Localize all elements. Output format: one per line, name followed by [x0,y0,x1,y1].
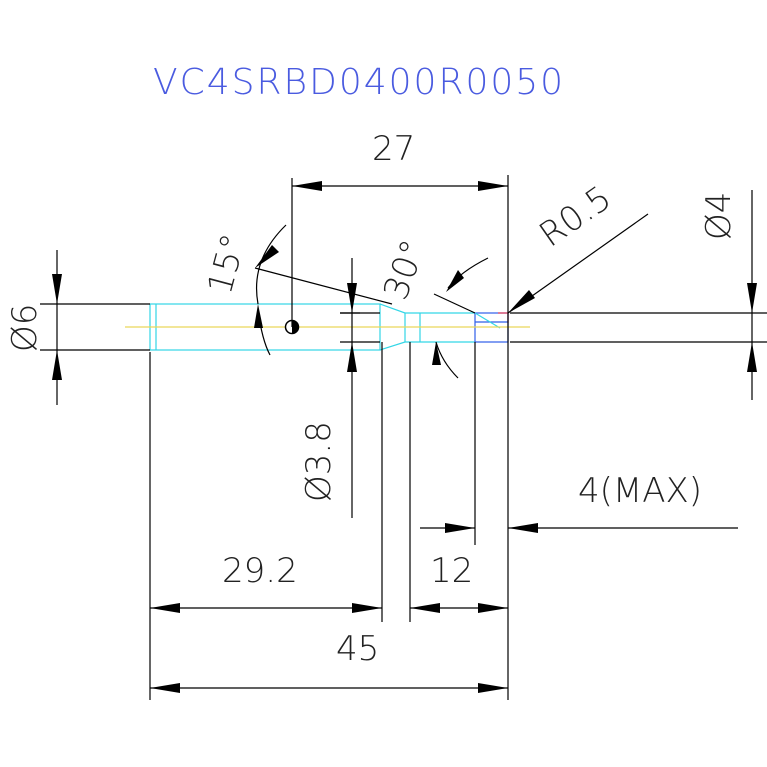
angle-line-30 [433,293,476,314]
arrow-phi6-top [52,274,62,304]
arrow-12-left [410,603,440,613]
arrow-12-right [478,603,508,613]
dim-text-phi38: Ø3.8 [299,421,339,502]
arrow-4max-right [508,523,538,533]
arrow-45-left [150,683,180,693]
arrow-30-top [446,270,464,292]
arrow-29-2-left [150,603,180,613]
flute-line [474,312,501,329]
arrow-phi6-bottom [52,350,62,380]
arrow-4max-left [445,523,475,533]
dim-text-15-deg: 15° [200,230,254,299]
dimension-27: 27 [291,129,509,700]
arrow-phi4-top [747,283,757,313]
dimension-4max: 4(MAX) [420,342,738,545]
part-number-title: VC4SRBD0400R0050 [153,62,565,103]
dim-text-phi4: Ø4 [699,192,739,240]
dimension-phi38: Ø3.8 [299,258,360,518]
dimension-30-deg: 30° [376,235,489,379]
arrow-45-right [478,683,508,693]
neck-taper-bottom [379,341,475,351]
arrow-r05 [508,290,535,313]
arrow-27-left [292,181,322,191]
arrow-15-bottom [254,304,263,328]
dimension-15-deg: 15° [200,224,393,356]
dimension-45: 45 [150,629,508,693]
arrow-29-2-right [352,603,382,613]
dimension-12: 12 [409,342,508,622]
arrow-phi38-bottom [347,342,357,372]
dimension-phi4: Ø4 [510,190,767,400]
angle-arc-30-bottom [435,341,459,379]
dim-text-4max: 4(MAX) [578,471,702,511]
dim-text-phi6: Ø6 [5,304,45,352]
neck-taper-top [379,303,475,314]
dimension-phi6: Ø6 [5,250,150,405]
arrow-phi4-bottom [747,342,757,372]
angle-line-15 [254,267,393,305]
dim-text-30-deg: 30° [376,235,434,305]
dim-text-29-2: 29.2 [222,551,298,591]
dimension-r05: R0.5 [507,178,649,314]
dim-text-45: 45 [336,629,379,669]
angle-arc-15-top [255,224,287,305]
arrow-27-right [478,181,508,191]
dimension-29-2: 29.2 [149,342,383,700]
arrow-15-top [255,245,279,268]
arrow-30-bottom [432,342,441,365]
dim-text-27: 27 [372,129,415,169]
arrow-phi38-top [347,283,357,313]
dim-text-12: 12 [430,551,473,591]
center-mark-fill [292,320,299,334]
